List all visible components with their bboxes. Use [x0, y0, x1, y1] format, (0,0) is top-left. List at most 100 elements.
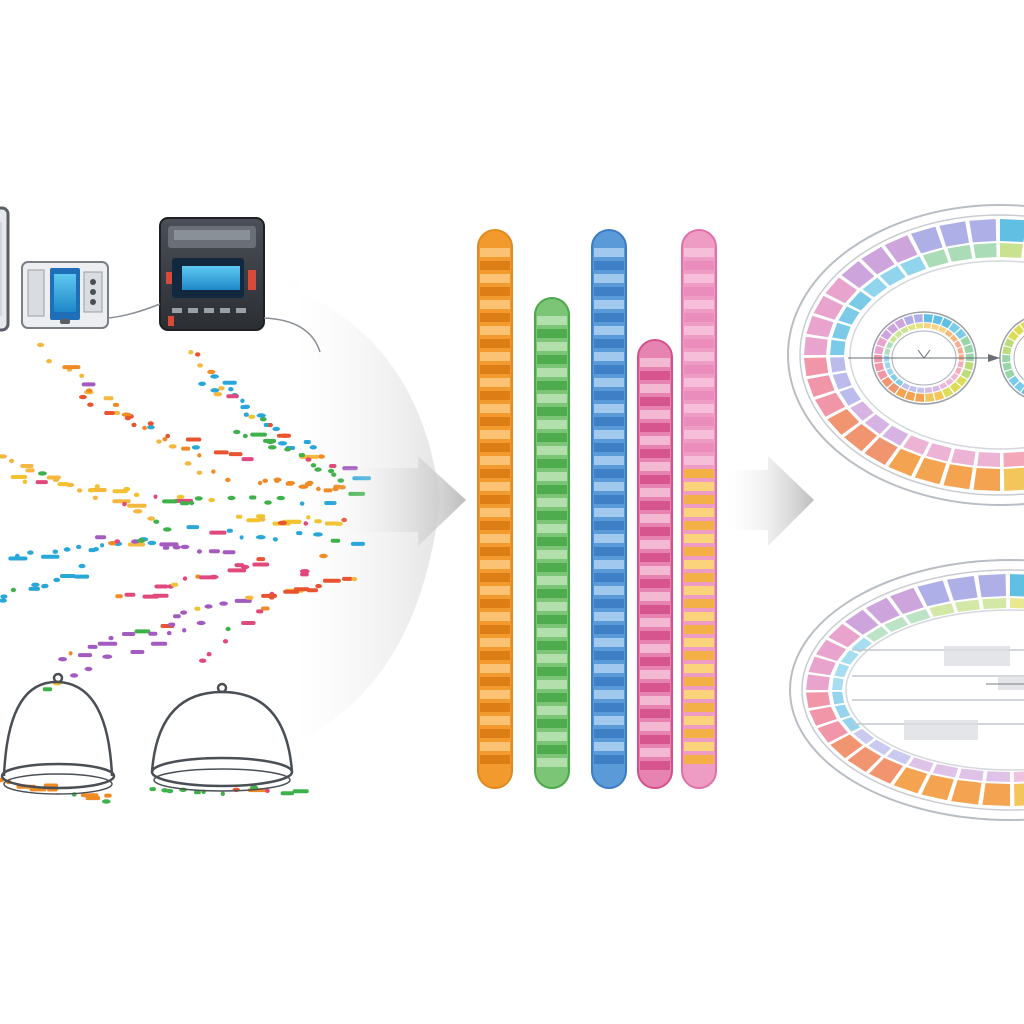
chromosome-band	[684, 651, 714, 660]
genome-segment	[1003, 467, 1024, 491]
chromosome-band	[480, 625, 510, 634]
chromosome-band	[684, 664, 714, 673]
genome-segment	[876, 370, 888, 380]
genome-segment	[911, 226, 943, 254]
genome-segment	[886, 749, 912, 765]
read-fragment	[210, 388, 220, 393]
chromosome-band	[684, 274, 714, 283]
read-fragment	[108, 635, 114, 641]
chromosome-band	[640, 501, 670, 510]
genome-segment	[915, 393, 924, 402]
read-fragment	[252, 562, 270, 567]
genome-segment	[908, 385, 917, 393]
genome-segment	[862, 277, 888, 298]
read-fragment	[103, 396, 114, 401]
chromosome-band	[537, 420, 567, 429]
chromosome-band	[480, 547, 510, 556]
read-fragment	[262, 478, 269, 483]
read-fragment	[8, 556, 28, 561]
genome-segment	[834, 663, 850, 678]
read-fragment	[79, 394, 87, 400]
read-fragment	[147, 516, 155, 521]
read-fragment	[87, 402, 94, 407]
read-fragment	[293, 587, 310, 592]
read-fragment	[196, 549, 202, 554]
genome-segment	[882, 425, 909, 446]
chromosome-band	[537, 719, 567, 728]
chromosome-band	[684, 365, 714, 374]
genome-segment	[886, 341, 894, 349]
read-fragment	[9, 458, 15, 464]
genome-segment	[884, 355, 890, 362]
read-fragment	[162, 545, 170, 550]
genome-segment	[973, 468, 1000, 491]
genome-segment	[894, 330, 903, 338]
connector-arrowhead	[988, 354, 1000, 362]
read-fragment	[42, 687, 53, 692]
genome-segment	[806, 674, 830, 690]
genome-segment	[913, 314, 923, 323]
chromosome-band	[594, 742, 624, 751]
read-fragment	[149, 787, 156, 792]
genome-segment	[901, 382, 910, 390]
genome-segment	[1000, 219, 1024, 242]
chromosome-band	[640, 462, 670, 471]
read-fragment	[280, 791, 295, 796]
genome-segment	[950, 334, 958, 343]
chromosome-band	[480, 508, 510, 517]
genome-segment	[841, 261, 875, 288]
read-fragment	[256, 413, 266, 418]
genome-segment	[868, 739, 892, 756]
genome-segment	[977, 452, 1000, 467]
chromosome-band	[480, 300, 510, 309]
read-fragment	[264, 500, 272, 505]
read-fragment	[322, 578, 341, 583]
read-fragment	[268, 422, 273, 428]
read-fragment	[319, 553, 328, 559]
genome-segment	[884, 362, 891, 369]
genome-segment	[1010, 574, 1024, 597]
genome-segment	[834, 704, 851, 719]
chromosome-band	[684, 352, 714, 361]
genome-segment	[895, 378, 904, 387]
chromosome-body	[637, 339, 673, 789]
read-fragment	[182, 628, 187, 633]
chromosome-band	[537, 524, 567, 533]
chromosome-band	[480, 534, 510, 543]
read-fragment	[191, 445, 200, 450]
genome-segment	[889, 335, 898, 343]
read-fragment	[207, 369, 216, 375]
chromosome-band	[640, 696, 670, 705]
genome-segment	[903, 315, 915, 326]
genome-segment	[1002, 362, 1012, 371]
genome-segment	[807, 375, 835, 397]
chromosome-band	[594, 716, 624, 725]
read-fragment	[166, 788, 174, 794]
read-fragment	[46, 359, 52, 364]
genome-segment	[986, 771, 1010, 782]
chromosome-band	[594, 482, 624, 491]
read-fragment	[299, 569, 310, 574]
read-fragment	[226, 528, 233, 533]
chromosome-band	[640, 475, 670, 484]
read-fragment	[305, 457, 312, 462]
read-fragment	[25, 468, 35, 473]
read-fragment	[276, 495, 285, 501]
read-fragment	[114, 539, 121, 544]
genome-segment	[850, 401, 874, 421]
chromosome-band	[684, 586, 714, 595]
chromosome-band	[684, 456, 714, 465]
cable	[263, 317, 321, 353]
read-fragment	[241, 621, 256, 625]
chromosome-band	[480, 313, 510, 322]
chromosome-band	[684, 677, 714, 686]
genome-segment	[1014, 783, 1024, 806]
chromosome-band	[640, 670, 670, 679]
read-fragment	[306, 480, 314, 486]
read-fragment	[52, 549, 59, 554]
chromosome-band	[537, 667, 567, 676]
chromosome-band	[480, 742, 510, 751]
read-fragment	[198, 381, 207, 386]
genome-segment	[839, 387, 861, 406]
chromosome-band	[594, 755, 624, 764]
